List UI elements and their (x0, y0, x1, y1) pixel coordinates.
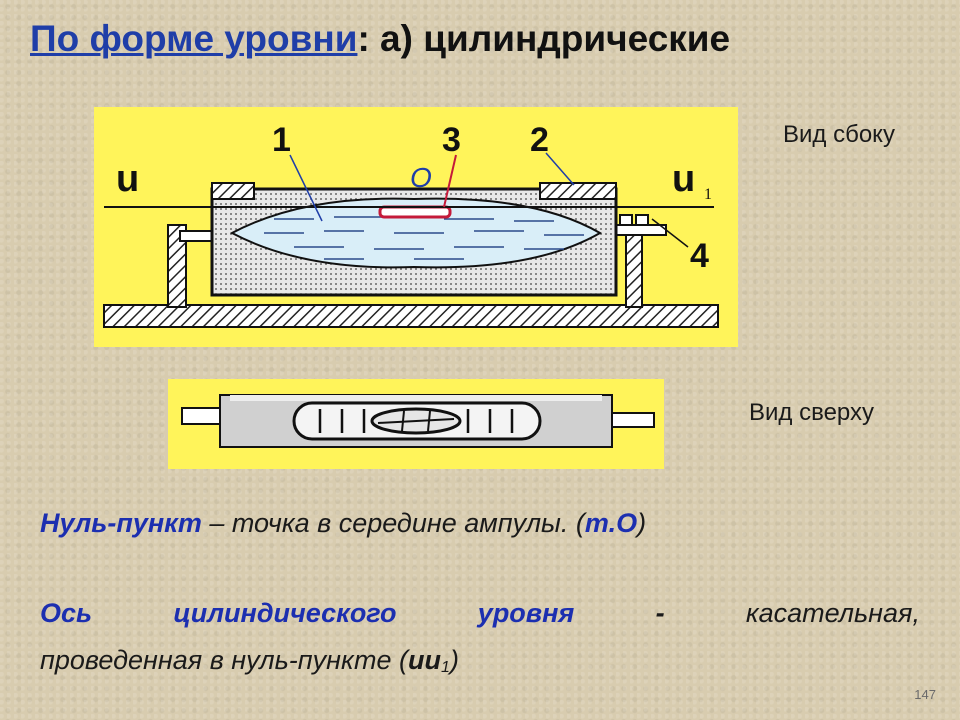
label-1: 1 (272, 121, 291, 159)
axis-line2-text: проведенная в нуль-пункте ( (40, 645, 409, 675)
label-u-right: u (672, 158, 695, 200)
label-u-left: u (116, 158, 139, 200)
axis-word-2: цилиндического (173, 598, 397, 628)
bubble (378, 205, 452, 219)
axis-uu-sub: 1 (441, 659, 450, 676)
axis-word-1: Ось (40, 598, 93, 628)
axis-word-5: касательная, (745, 598, 920, 628)
side-view-figure: 1 3 2 4 u u 1 O (94, 107, 738, 347)
null-point-point: т.О (584, 508, 638, 538)
page-number: 147 (914, 687, 936, 702)
title-rest: : а) цилиндрические (357, 18, 731, 59)
label-u-right-sub: 1 (704, 186, 712, 203)
slide-title: По форме уровни: а) цилиндрические (30, 18, 730, 60)
top-view-drawing (181, 394, 655, 448)
right-screw (609, 224, 667, 236)
null-point-text-1: – точка в середине ампулы. ( (201, 508, 585, 538)
null-point-definition: Нуль-пункт – точка в середине ампулы. (т… (40, 508, 646, 539)
axis-word-3: уровня (477, 598, 575, 628)
label-3: 3 (442, 121, 461, 159)
side-view-label: Вид сбоку (783, 121, 895, 148)
null-point-term: Нуль-пункт (40, 508, 202, 538)
top-view-label: Вид сверху (749, 399, 874, 426)
side-view-drawing: 1 3 2 4 u u 1 O (103, 121, 719, 328)
title-accent: По форме уровни (30, 18, 358, 59)
label-4: 4 (690, 237, 709, 275)
top-view-figure (168, 379, 664, 469)
base-plate (103, 304, 719, 328)
axis-definition-line-2: проведенная в нуль-пункте (uu1) (40, 645, 459, 677)
axis-close: ) (449, 645, 459, 675)
axis-word-4: - (655, 598, 665, 628)
left-screw (179, 230, 215, 242)
null-point-text-2: ) (637, 508, 647, 538)
label-2: 2 (530, 121, 549, 159)
left-stand (167, 224, 187, 308)
axis-definition-line-1: Ось цилиндического уровня - касательная, (40, 598, 920, 629)
label-zero: O (410, 162, 432, 193)
right-stand (625, 234, 643, 308)
axis-uu: uu (408, 645, 442, 675)
